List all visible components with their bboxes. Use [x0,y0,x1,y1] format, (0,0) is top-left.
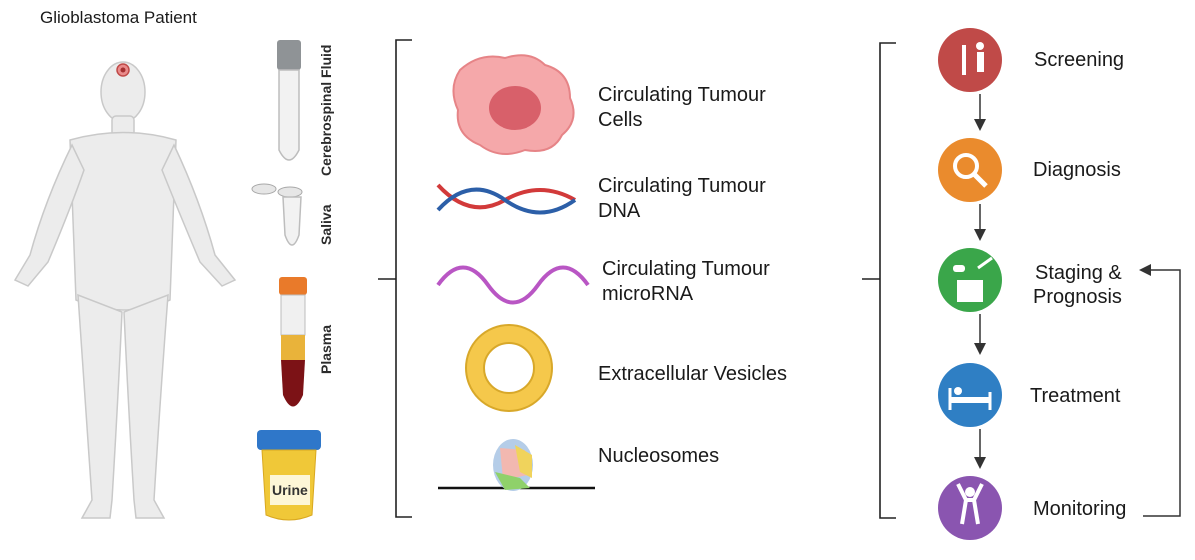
ctc-label-line2: Cells [598,109,643,131]
saliva-tube-icon [251,183,303,246]
workflow-bracket [862,42,896,519]
tumour-icon [116,63,130,77]
nucleosome-icon [438,439,595,491]
staging-step-icon [938,248,1002,312]
plasma-tube-icon [279,277,307,407]
treatment-label: Treatment [1030,385,1121,407]
csf-tube-icon [277,40,301,161]
saliva-label: Saliva [318,204,334,245]
staging-label-line1: Staging & [1035,262,1122,284]
ctc-label-line1: Circulating Tumour [598,84,766,106]
microrna-icon [436,265,590,305]
biomarker-bracket [378,39,412,518]
urine-label: Urine [272,482,308,498]
staging-label-line2: Prognosis [1033,286,1122,308]
extracellular-vesicle-icon [465,324,553,412]
ev-label: Extracellular Vesicles [598,363,787,385]
ctdna-label-line1: Circulating Tumour [598,175,766,197]
feedback-loop-arrow [1139,264,1181,517]
mirna-label-line1: Circulating Tumour [602,258,770,280]
monitoring-label: Monitoring [1033,498,1127,520]
nucleosome-label: Nucleosomes [598,445,720,467]
human-body-figure [13,61,237,519]
dna-helix-icon [436,183,577,215]
circulating-tumour-cell-icon [452,54,575,155]
screening-step-icon [938,28,1002,92]
diagnosis-step-icon [938,138,1002,202]
patient-title: Glioblastoma Patient [40,8,197,27]
treatment-step-icon [938,363,1002,427]
diagnosis-label: Diagnosis [1033,159,1121,181]
mirna-label-line2: microRNA [602,283,694,305]
screening-label: Screening [1034,49,1125,71]
urine-cup-icon [257,430,321,521]
csf-label: Cerebrospinal Fluid [318,44,334,176]
monitoring-step-icon [938,476,1002,540]
ctdna-label-line2: DNA [598,200,641,222]
plasma-label: Plasma [318,324,334,374]
